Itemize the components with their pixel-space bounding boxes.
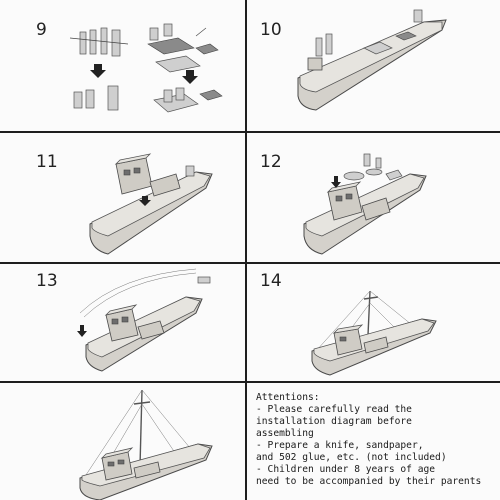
final-boat-illustration bbox=[79, 389, 213, 500]
step-11-panel: 11 bbox=[0, 132, 246, 263]
step-12-illustration bbox=[303, 153, 427, 255]
step-11-number: 11 bbox=[36, 152, 58, 172]
step-12-panel: 12 bbox=[246, 132, 500, 263]
crew-figures-parts bbox=[69, 27, 129, 57]
attentions-line: - Please carefully read the bbox=[256, 404, 412, 415]
step-9-illustration bbox=[69, 23, 223, 113]
down-arrow bbox=[182, 70, 198, 84]
boat-with-fittings bbox=[303, 153, 427, 255]
step-13-panel: 13 bbox=[0, 263, 246, 382]
finished-boat bbox=[79, 389, 213, 500]
boat-with-rails bbox=[77, 268, 211, 372]
boat-hull bbox=[297, 9, 447, 111]
step-10-number: 10 bbox=[260, 20, 282, 40]
boat-with-cabin bbox=[89, 153, 213, 255]
step-10-illustration bbox=[297, 9, 447, 111]
step-9-panel: 9 bbox=[0, 0, 246, 132]
attentions-line: - Children under 8 years of age bbox=[256, 464, 436, 475]
attentions-line: assembling bbox=[256, 428, 314, 439]
down-arrow bbox=[90, 64, 106, 78]
step-13-illustration bbox=[77, 268, 211, 372]
step-9-number: 9 bbox=[36, 20, 47, 40]
down-arrow bbox=[331, 176, 341, 188]
step-12-number: 12 bbox=[260, 152, 282, 172]
attentions-title: Attentions: bbox=[256, 392, 320, 403]
assembled-figures bbox=[73, 85, 119, 111]
boat-with-mast bbox=[311, 290, 437, 376]
step-10-panel: 10 bbox=[246, 0, 500, 132]
down-arrow bbox=[77, 325, 87, 337]
step-14-panel: 14 bbox=[246, 263, 500, 382]
down-arrow bbox=[139, 196, 151, 206]
attentions-line: - Prepare a knife, sandpaper, bbox=[256, 440, 424, 451]
attentions-line: and 502 glue, etc. (not included) bbox=[256, 452, 447, 463]
attentions-line: installation diagram before bbox=[256, 416, 412, 427]
step-14-number: 14 bbox=[260, 271, 282, 291]
final-assembly-panel bbox=[0, 382, 246, 500]
step-14-illustration bbox=[311, 290, 437, 376]
deck-hatch-parts bbox=[147, 23, 219, 73]
assembled-deck-part bbox=[153, 87, 223, 113]
attentions-notes: Attentions: - Please carefully read the … bbox=[256, 392, 496, 488]
attentions-line: need to be accompanied by their parents bbox=[256, 476, 482, 487]
step-11-illustration bbox=[89, 153, 213, 255]
step-13-number: 13 bbox=[36, 271, 58, 291]
